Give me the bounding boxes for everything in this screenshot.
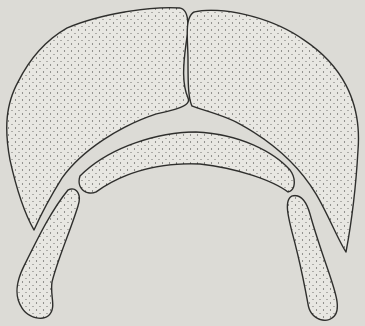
right-large-shape: [187, 10, 358, 252]
left-large-shape: [7, 8, 189, 230]
center-arch-shape: [79, 132, 294, 193]
